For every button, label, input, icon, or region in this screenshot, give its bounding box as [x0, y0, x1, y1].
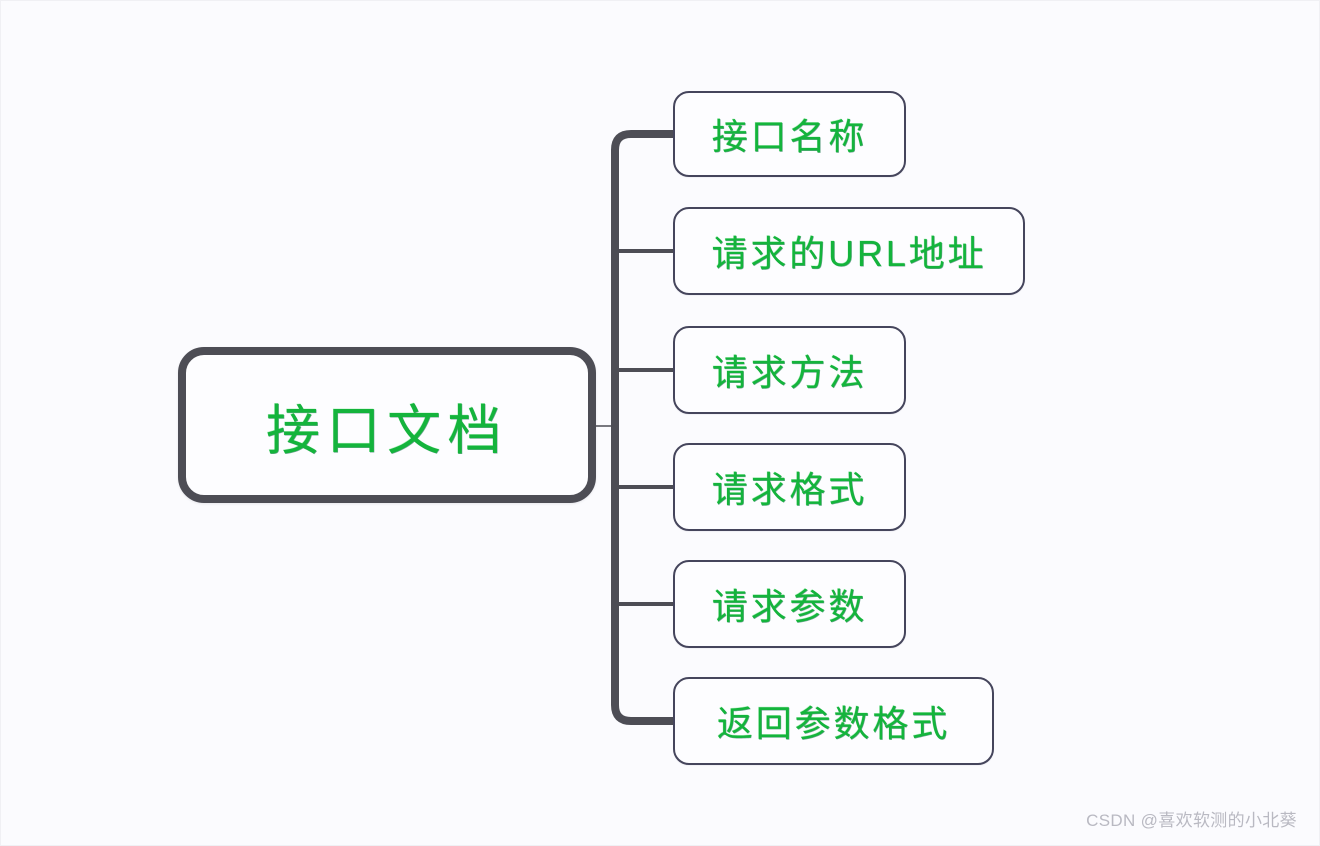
- child-node-label: 请求的URL地址: [711, 233, 987, 274]
- child-node-label: 返回参数格式: [716, 703, 951, 744]
- branch-line: [611, 704, 673, 725]
- mindmap-child-node[interactable]: 请求方法: [673, 326, 906, 414]
- child-node-label: 接口名称: [711, 116, 868, 157]
- child-node-label: 请求方法: [711, 352, 868, 393]
- mindmap-child-node[interactable]: 请求格式: [673, 443, 906, 531]
- mindmap-child-node[interactable]: 请求参数: [673, 560, 906, 648]
- mindmap-child-node[interactable]: 接口名称: [673, 91, 906, 177]
- child-node-label: 请求格式: [711, 469, 868, 510]
- watermark-text: CSDN @喜欢软测的小北葵: [1086, 811, 1297, 830]
- mindmap-child-node[interactable]: 请求的URL地址: [673, 207, 1025, 295]
- branch-line: [611, 130, 673, 151]
- root-node-label: 接口文档: [266, 400, 508, 461]
- child-node-label: 请求参数: [711, 586, 868, 627]
- mindmap-child-node[interactable]: 返回参数格式: [673, 677, 994, 765]
- mindmap-root-node[interactable]: 接口文档: [178, 347, 596, 503]
